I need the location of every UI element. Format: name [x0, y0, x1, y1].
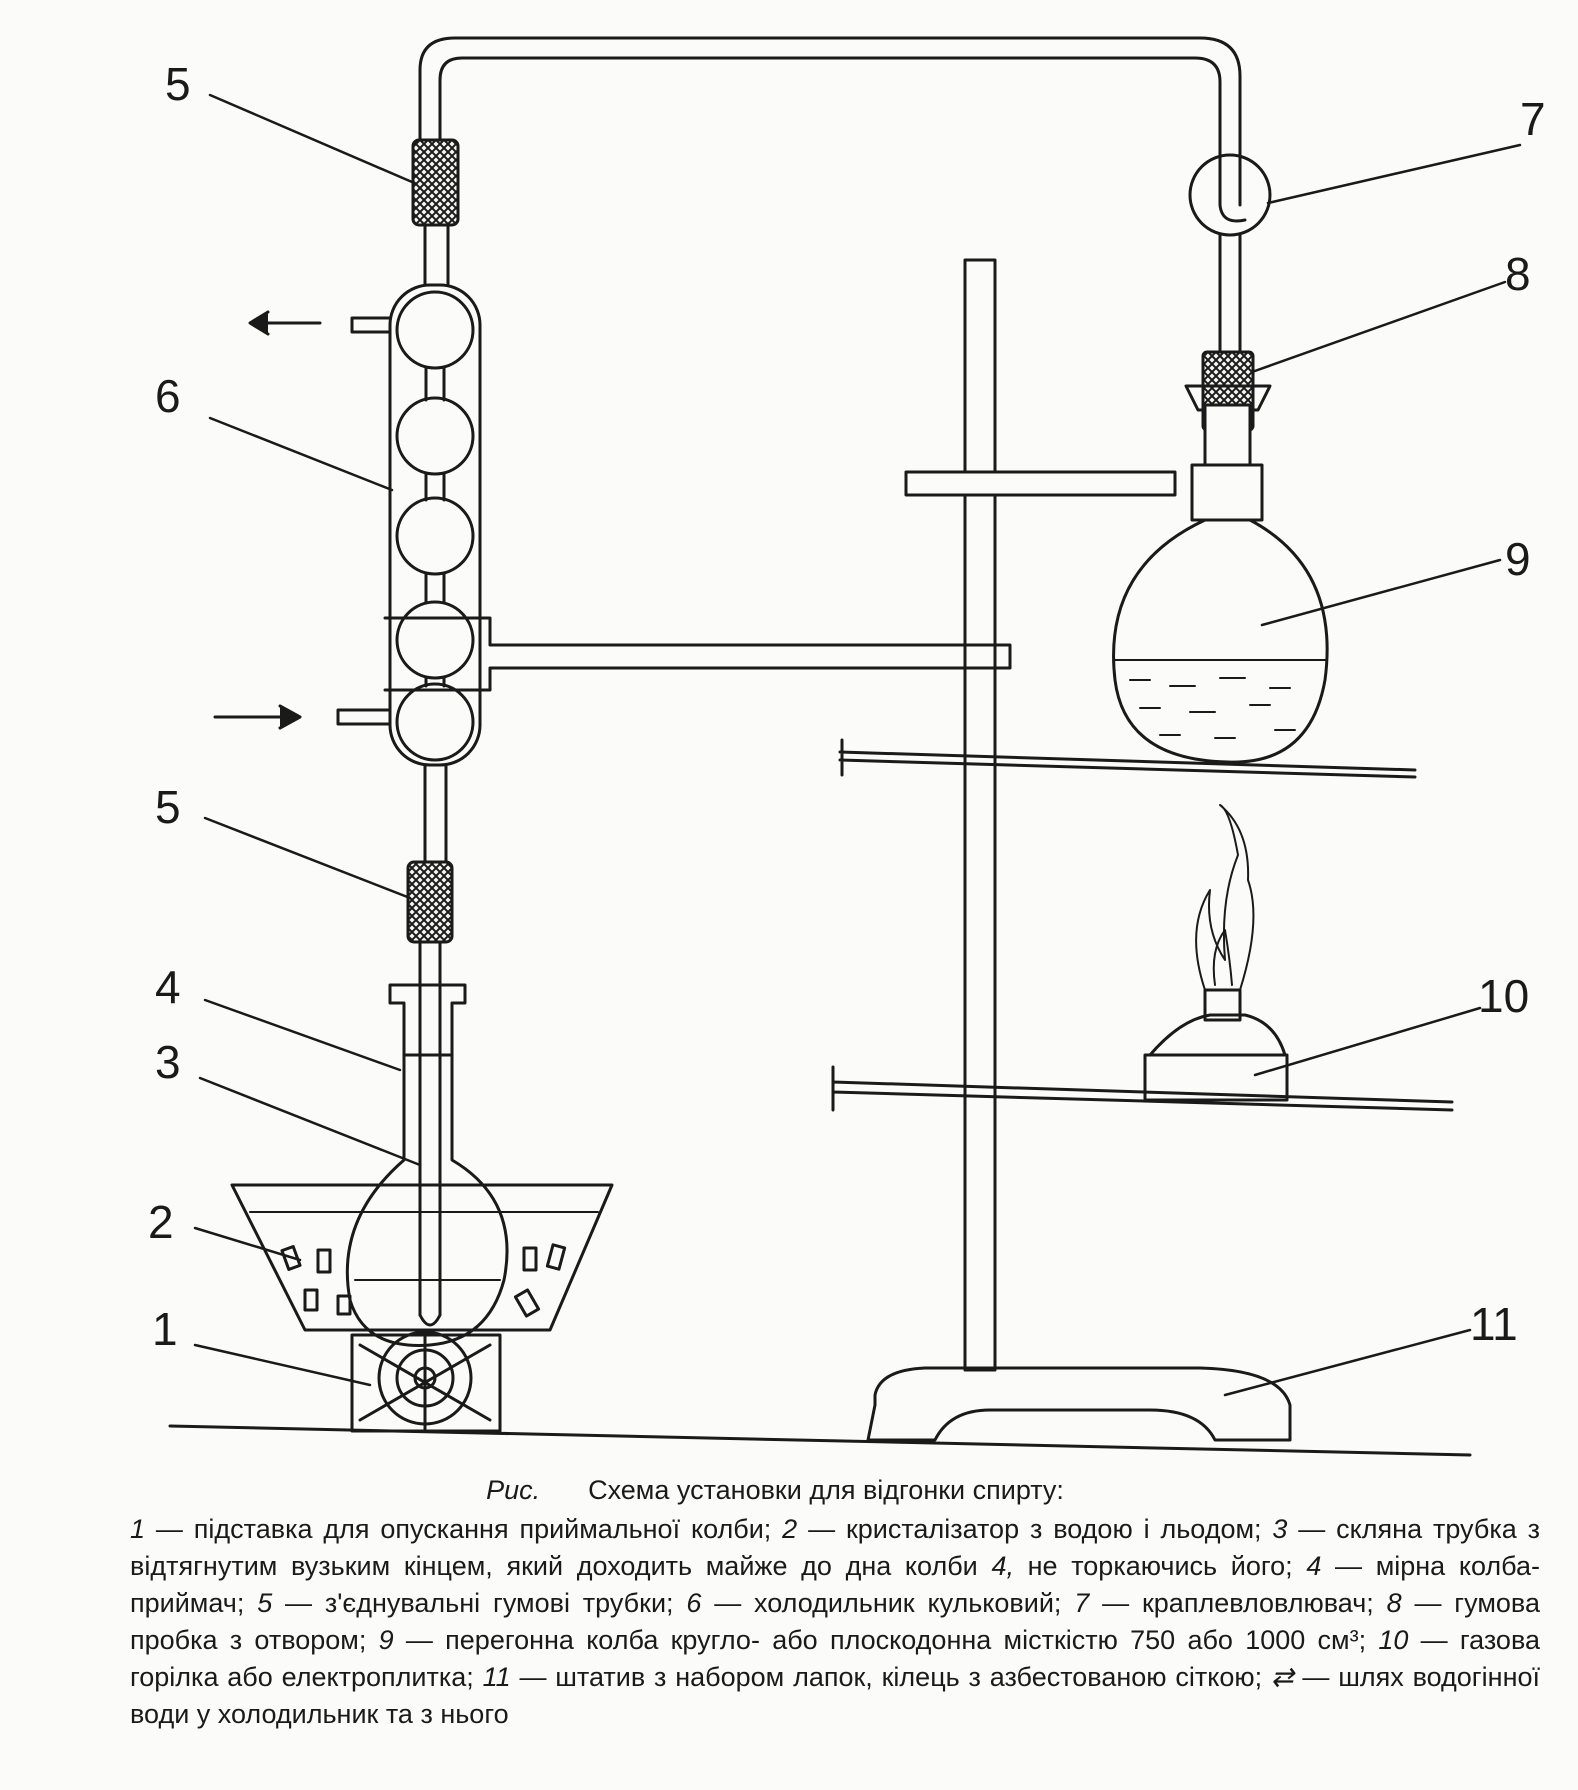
caption-item: 8 — гумова пробка з отвором;	[130, 1588, 1540, 1655]
caption-item-number: 10	[1378, 1625, 1409, 1655]
label-9: 9	[1505, 533, 1531, 585]
support-stand	[831, 258, 1454, 1442]
flame-icon	[1195, 804, 1255, 991]
caption-heading: Схема установки для відгонки спирту:	[588, 1475, 1064, 1505]
label-11: 11	[1470, 1298, 1518, 1350]
caption-item: 6 — холодильник кульковий;	[686, 1588, 1074, 1618]
caption-item-text: не торкаючись його;	[1013, 1551, 1307, 1581]
ring-lower	[831, 1065, 1454, 1112]
caption-item-number: 6	[686, 1588, 702, 1618]
distillation-apparatus-diagram: 5 7 8 6 9 5 10 4 3 2 1 11	[148, 36, 1546, 1457]
caption-item-number: 8	[1386, 1588, 1402, 1618]
caption-item: 10 — газова горілка або електроплитка;	[130, 1625, 1540, 1692]
ball-condenser	[336, 283, 482, 767]
flask-stand	[350, 1330, 502, 1433]
caption-item-text: — підставка для опускання приймальної ко…	[145, 1514, 783, 1544]
rubber-tube-lower	[406, 860, 454, 944]
caption-item: 1 — підставка для опускання приймальної …	[130, 1514, 782, 1544]
caption-item-number: 4,	[991, 1551, 1014, 1581]
receiving-flask	[345, 983, 509, 1347]
drop-catcher	[1188, 153, 1272, 357]
caption-item-text: — краплевловлювач;	[1089, 1588, 1387, 1618]
caption-item-text: — скляна трубка з відтягнутим вузьким кі…	[130, 1514, 1540, 1581]
caption-item-text: — шлях водогінної води у холодильник та …	[130, 1662, 1540, 1729]
caption-item-number: 5	[257, 1588, 273, 1618]
transfer-tube	[418, 36, 1242, 157]
label-8: 8	[1505, 248, 1531, 300]
caption-item-number: 4	[1306, 1551, 1322, 1581]
label-6: 6	[155, 370, 181, 422]
caption-item: ⇄ — шлях водогінної води у холодильник т…	[130, 1662, 1540, 1729]
caption-item-number: ⇄	[1270, 1662, 1294, 1692]
rubber-tube-upper	[411, 138, 460, 227]
crystallizer	[230, 1183, 614, 1332]
label-2: 2	[148, 1196, 174, 1248]
caption-legend: 1 — підставка для опускання приймальної …	[130, 1511, 1540, 1733]
water-flow-arrows	[213, 310, 322, 730]
distillation-flask	[1112, 403, 1329, 764]
label-7: 7	[1520, 93, 1546, 145]
caption-item: 3 — скляна трубка з відтягнутим вузьким …	[130, 1514, 1540, 1581]
glass-tube	[418, 940, 442, 1327]
caption-item-text: — перегонна колба кругло- або плоскодонн…	[393, 1625, 1379, 1655]
caption-item-number: 1	[130, 1514, 146, 1544]
caption-item-text: — газова горілка або електроплитка;	[130, 1625, 1540, 1692]
label-5-lower: 5	[155, 781, 181, 833]
caption-item-text: — кристалізатор з водою і льодом;	[797, 1514, 1273, 1544]
caption-item: 11 — штатив з набором лапок, кілець з аз…	[483, 1662, 1271, 1692]
figure-caption: Рис. Схема установки для відгонки спирту:…	[130, 1472, 1540, 1733]
condenser-clamp	[383, 616, 1012, 692]
figure-label: Рис.	[486, 1475, 541, 1505]
caption-item: 2 — кристалізатор з водою і льодом;	[782, 1514, 1272, 1544]
caption-item-number: 2	[782, 1514, 798, 1544]
label-10: 10	[1478, 970, 1529, 1022]
caption-item-number: 3	[1272, 1514, 1288, 1544]
caption-item-text: — холодильник кульковий;	[701, 1588, 1075, 1618]
caption-item-number: 11	[482, 1662, 511, 1692]
gas-burner	[1143, 804, 1289, 1102]
leader-lines	[193, 93, 1522, 1397]
caption-item: 4, не торкаючись його;	[991, 1551, 1306, 1581]
label-3: 3	[155, 1036, 181, 1088]
ring-upper	[838, 738, 1417, 779]
caption-item: 5 — з'єднувальні гумові трубки;	[257, 1588, 686, 1618]
caption-item: 4 — мірна колба-приймач;	[130, 1551, 1540, 1618]
caption-item-text: — гумова пробка з отвором;	[130, 1588, 1540, 1655]
label-1: 1	[152, 1303, 178, 1355]
caption-item-number: 9	[378, 1625, 394, 1655]
label-4: 4	[155, 961, 181, 1013]
caption-item-text: — з'єднувальні гумові трубки;	[272, 1588, 687, 1618]
caption-item-number: 7	[1074, 1588, 1090, 1618]
caption-item: 9 — перегонна колба кругло- або плоскодо…	[379, 1625, 1379, 1655]
caption-item-text: — штатив з набором лапок, кілець з азбес…	[510, 1662, 1271, 1692]
caption-item-text: — мірна колба-приймач;	[130, 1551, 1541, 1618]
label-5-upper: 5	[165, 58, 191, 110]
caption-item: 7 — краплевловлювач;	[1074, 1588, 1386, 1618]
caption-title: Рис. Схема установки для відгонки спирту:	[130, 1472, 1540, 1509]
